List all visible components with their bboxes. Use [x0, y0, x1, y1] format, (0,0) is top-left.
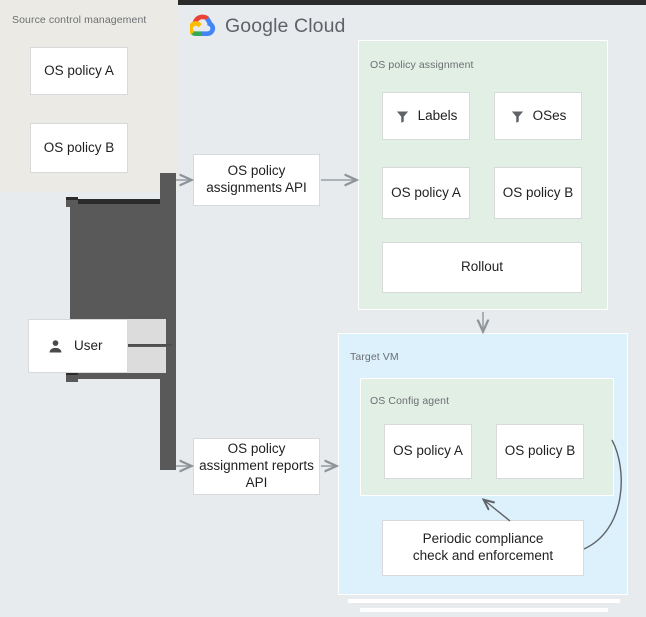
os-policy-assignment-reports-api-box: OS policy assignment reports API [193, 438, 320, 495]
grey-block-divider [124, 344, 172, 346]
agent-os-policy-b-box: OS policy B [496, 424, 584, 479]
grey-block-lower [124, 347, 166, 373]
assignment-os-policy-b-label: OS policy B [502, 184, 574, 200]
dark-connector-column [160, 173, 176, 470]
periodic-compliance-line-1: Periodic compliance [422, 531, 544, 547]
brand-cloud-word: Cloud [294, 14, 346, 37]
agent-os-policy-a-box: OS policy A [384, 424, 472, 479]
os-policy-assignments-api-label: OS policy assignments API [206, 163, 307, 195]
agent-os-policy-b-label: OS policy B [504, 443, 576, 459]
stacked-card-bar-2 [360, 608, 608, 612]
scm-os-policy-b-label: OS policy B [43, 139, 115, 155]
person-icon [49, 339, 62, 353]
scm-os-policy-b-box: OS policy B [30, 123, 128, 173]
agent-os-policy-a-label: OS policy A [393, 443, 463, 459]
rollout-box: Rollout [382, 242, 582, 293]
google-cloud-logo-icon [190, 14, 216, 37]
labels-filter-label: Labels [417, 107, 458, 123]
oses-filter-label: OSes [532, 107, 567, 123]
scm-os-policy-a-label: OS policy A [44, 62, 114, 78]
labels-filter-box: Labels [382, 92, 470, 140]
assignment-os-policy-a-label: OS policy A [391, 184, 461, 200]
os-config-agent-group-label: OS Config agent [370, 395, 450, 407]
assignment-os-policy-b-box: OS policy B [494, 167, 582, 219]
os-policy-assignments-api-box: OS policy assignments API [193, 154, 320, 206]
assignment-os-policy-a-box: OS policy A [382, 167, 470, 219]
brand-google-word: Google [225, 14, 289, 37]
oses-filter-box: OSes [494, 92, 582, 140]
os-policy-assignment-group-label: OS policy assignment [370, 59, 474, 71]
user-box: User [28, 319, 128, 373]
source-control-management-label: Source control management [12, 14, 147, 26]
rollout-label: Rollout [460, 259, 504, 275]
google-cloud-logo: Google Cloud [190, 13, 345, 39]
user-label: User [74, 337, 103, 353]
window-top-strip [0, 0, 646, 5]
dark-connector-block-top-edge [70, 199, 175, 204]
stacked-card-bar-1 [348, 599, 620, 603]
google-cloud-wordmark: Google Cloud [225, 15, 345, 38]
os-policy-assignment-reports-api-label: OS policy assignment reports API [199, 441, 314, 490]
target-vm-group-label: Target VM [350, 351, 399, 363]
filter-icon [511, 111, 523, 123]
scm-os-policy-a-box: OS policy A [30, 47, 128, 95]
periodic-compliance-line-2: check and enforcement [412, 548, 554, 563]
periodic-compliance-box: Periodic compliance check and enforcemen… [382, 520, 584, 576]
dark-connector-notch-bottom [66, 372, 78, 382]
grey-block-upper [124, 319, 166, 344]
filter-icon [396, 111, 408, 123]
dark-connector-notch-top [66, 197, 78, 207]
